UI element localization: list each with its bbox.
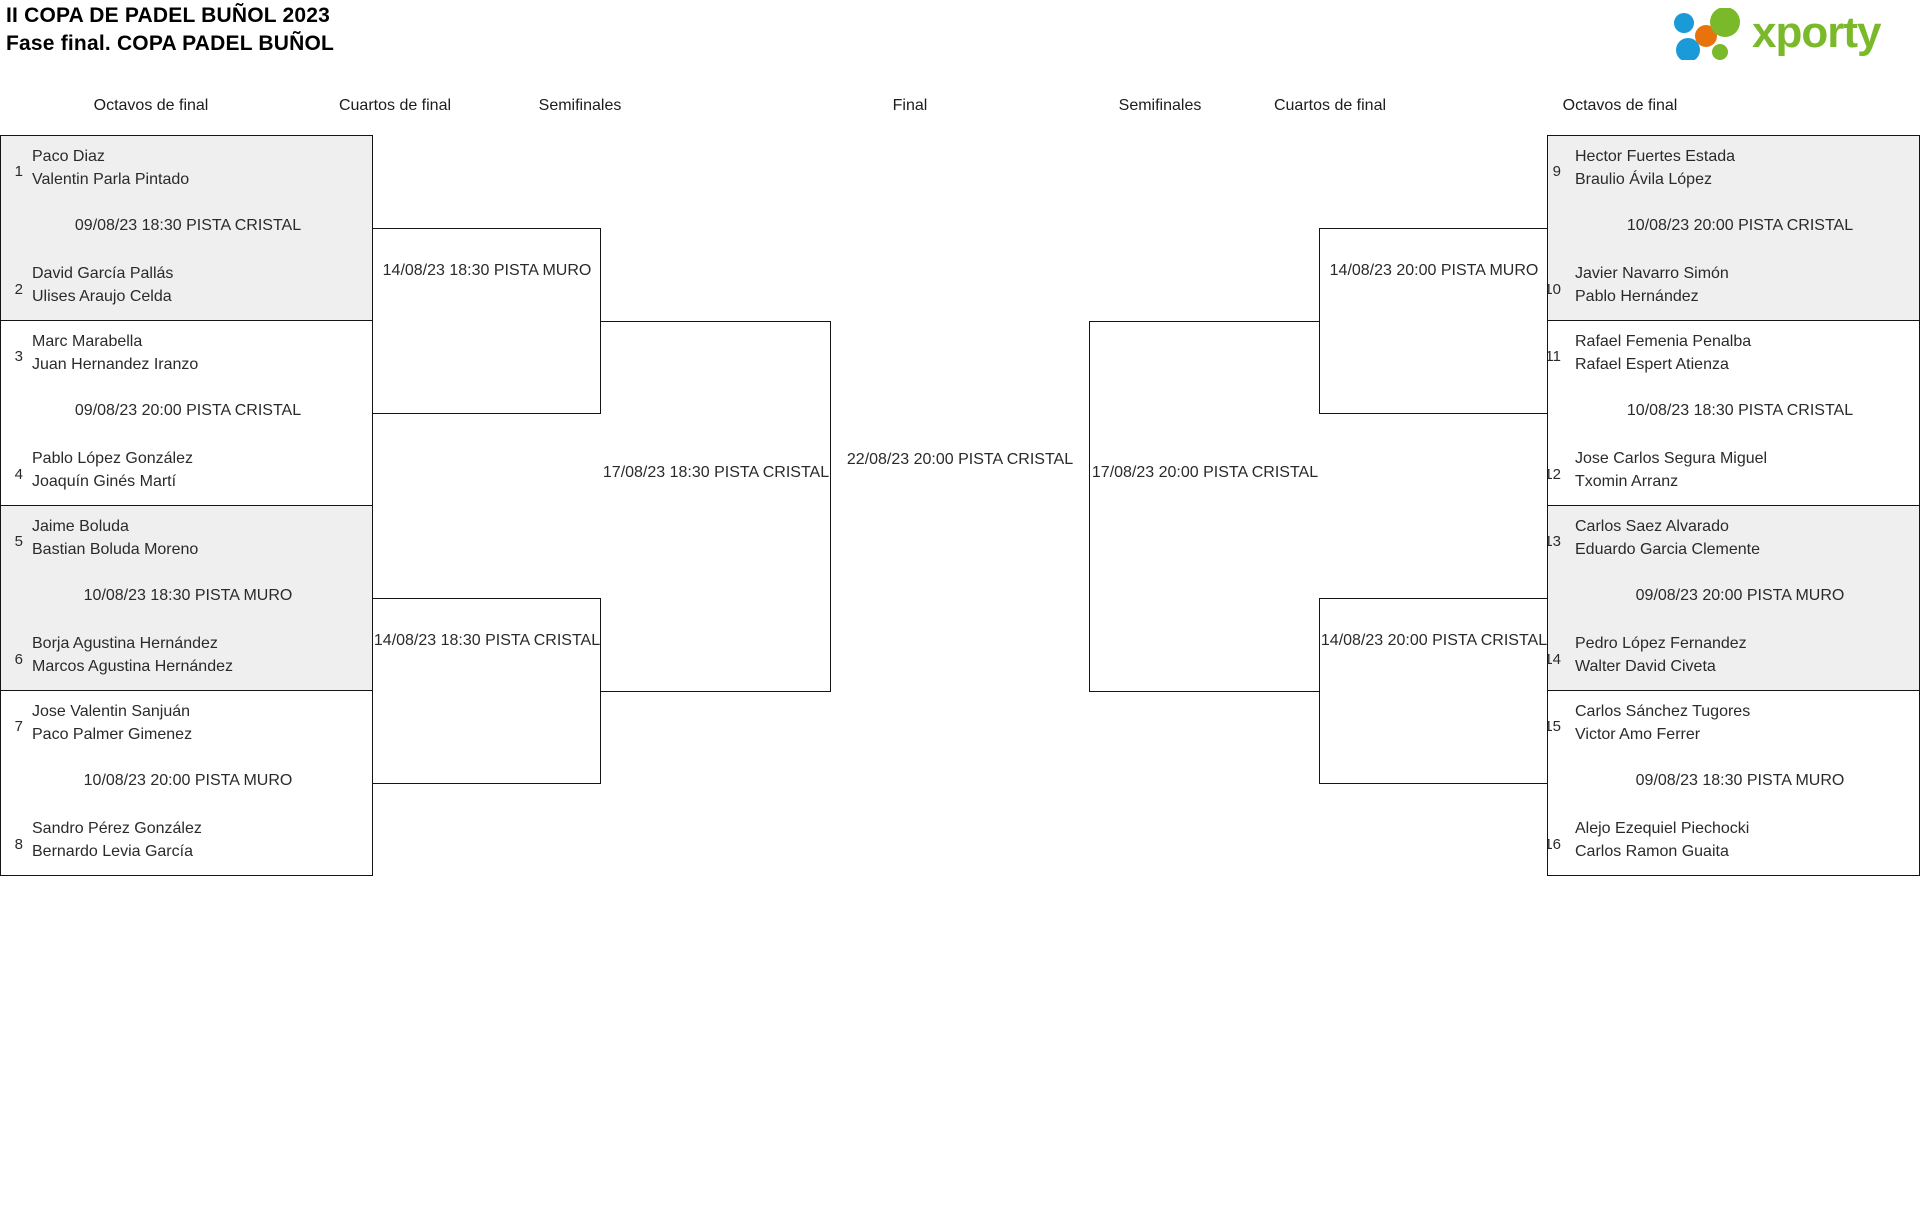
team-player-1: Carlos Sánchez Tugores bbox=[1575, 703, 1751, 720]
logo-dots-icon bbox=[1674, 8, 1740, 60]
match-info: 10/08/23 20:00 PISTA MURO bbox=[83, 772, 293, 789]
seed-number: 14 bbox=[1548, 651, 1561, 668]
final-match-info: 22/08/23 20:00 PISTA CRISTAL bbox=[846, 451, 1074, 468]
connector-left-sf[interactable]: 17/08/23 18:30 PISTA CRISTAL bbox=[601, 321, 831, 692]
team-player-2: Rafael Espert Atienza bbox=[1575, 356, 1729, 373]
tournament-title: II COPA DE PADEL BUÑOL 2023 bbox=[6, 4, 330, 27]
team-player-2: Ulises Araujo Celda bbox=[32, 288, 172, 305]
seed-number: 5 bbox=[14, 533, 23, 550]
match-info: 09/08/23 20:00 PISTA CRISTAL bbox=[74, 402, 302, 419]
team-player-2: Walter David Civeta bbox=[1575, 658, 1716, 675]
team-player-1: Borja Agustina Hernández bbox=[32, 635, 218, 652]
xporty-logo[interactable]: xporty bbox=[1666, 6, 1906, 62]
match-info: 10/08/23 18:30 PISTA CRISTAL bbox=[1626, 402, 1854, 419]
seed-number: 6 bbox=[14, 651, 23, 668]
team-player-2: Paco Palmer Gimenez bbox=[32, 726, 193, 743]
team-player-2: Bastian Boluda Moreno bbox=[32, 541, 199, 558]
team-player-1: Jose Carlos Segura Miguel bbox=[1575, 450, 1768, 467]
team-player-1: Rafael Femenia Penalba bbox=[1575, 333, 1752, 350]
seed-number: 1 bbox=[14, 163, 23, 180]
round-header-final: Final bbox=[892, 97, 928, 114]
match-info: 14/08/23 20:00 PISTA MURO bbox=[1329, 262, 1539, 279]
round-header-left-r16: Octavos de final bbox=[93, 97, 209, 114]
seed-number: 7 bbox=[14, 718, 23, 735]
team-player-2: Marcos Agustina Hernández bbox=[32, 658, 233, 675]
seed-number: 8 bbox=[14, 836, 23, 853]
match-info: 10/08/23 18:30 PISTA MURO bbox=[83, 587, 293, 604]
connector-right-qf-2[interactable]: 14/08/23 20:00 PISTA CRISTAL bbox=[1319, 598, 1547, 784]
match-card-left-4[interactable]: 7 Jose Valentin Sanjuán Paco Palmer Gime… bbox=[0, 690, 373, 876]
round-header-right-qf: Cuartos de final bbox=[1273, 97, 1387, 114]
team-player-2: Eduardo Garcia Clemente bbox=[1575, 541, 1760, 558]
seed-number: 3 bbox=[14, 348, 23, 365]
match-card-right-1[interactable]: 9 Hector Fuertes Estada Braulio Ávila Ló… bbox=[1547, 135, 1920, 321]
team-player-1: Pablo López González bbox=[32, 450, 193, 467]
round-header-right-r16: Octavos de final bbox=[1562, 97, 1678, 114]
match-info: 09/08/23 18:30 PISTA MURO bbox=[1635, 772, 1845, 789]
match-info: 14/08/23 18:30 PISTA MURO bbox=[382, 262, 592, 279]
team-player-1: Alejo Ezequiel Piechocki bbox=[1575, 820, 1750, 837]
match-info: 09/08/23 20:00 PISTA MURO bbox=[1635, 587, 1845, 604]
team-player-2: Carlos Ramon Guaita bbox=[1575, 843, 1729, 860]
team-player-1: Marc Marabella bbox=[32, 333, 143, 350]
team-player-2: Joaquín Ginés Martí bbox=[32, 473, 177, 490]
connector-right-sf[interactable]: 17/08/23 20:00 PISTA CRISTAL bbox=[1089, 321, 1319, 692]
team-player-1: Javier Navarro Simón bbox=[1575, 265, 1729, 282]
seed-number: 9 bbox=[1552, 163, 1561, 180]
round-header-left-qf: Cuartos de final bbox=[338, 97, 452, 114]
match-card-left-1[interactable]: 1 Paco Diaz Valentin Parla Pintado 09/08… bbox=[0, 135, 373, 321]
match-info: 17/08/23 20:00 PISTA CRISTAL bbox=[1091, 464, 1319, 481]
match-card-right-2[interactable]: 11 Rafael Femenia Penalba Rafael Espert … bbox=[1547, 320, 1920, 506]
connector-right-qf-1[interactable]: 14/08/23 20:00 PISTA MURO bbox=[1319, 228, 1547, 414]
team-player-2: Victor Amo Ferrer bbox=[1575, 726, 1701, 743]
match-info: 14/08/23 18:30 PISTA CRISTAL bbox=[373, 632, 601, 649]
team-player-2: Valentin Parla Pintado bbox=[32, 171, 190, 188]
tournament-subtitle: Fase final. COPA PADEL BUÑOL bbox=[6, 32, 335, 55]
seed-number: 16 bbox=[1548, 836, 1561, 853]
match-info: 14/08/23 20:00 PISTA CRISTAL bbox=[1320, 632, 1548, 649]
team-player-1: Carlos Saez Alvarado bbox=[1575, 518, 1729, 535]
match-card-right-3[interactable]: 13 Carlos Saez Alvarado Eduardo Garcia C… bbox=[1547, 505, 1920, 691]
seed-number: 12 bbox=[1548, 466, 1561, 483]
match-info: 09/08/23 18:30 PISTA CRISTAL bbox=[74, 217, 302, 234]
seed-number: 10 bbox=[1548, 281, 1561, 298]
team-player-1: Jose Valentin Sanjuán bbox=[32, 703, 191, 720]
match-info: 10/08/23 20:00 PISTA CRISTAL bbox=[1626, 217, 1854, 234]
round-header-right-sf: Semifinales bbox=[1118, 97, 1202, 114]
connector-left-qf-1[interactable]: 14/08/23 18:30 PISTA MURO bbox=[373, 228, 601, 414]
seed-number: 15 bbox=[1548, 718, 1561, 735]
team-player-1: Jaime Boluda bbox=[32, 518, 129, 535]
team-player-1: Sandro Pérez González bbox=[32, 820, 202, 837]
match-card-right-4[interactable]: 15 Carlos Sánchez Tugores Victor Amo Fer… bbox=[1547, 690, 1920, 876]
team-player-1: Paco Diaz bbox=[32, 148, 105, 165]
match-info: 17/08/23 18:30 PISTA CRISTAL bbox=[602, 464, 830, 481]
team-player-1: David García Pallás bbox=[32, 265, 174, 282]
team-player-2: Juan Hernandez Iranzo bbox=[32, 356, 199, 373]
match-card-left-2[interactable]: 3 Marc Marabella Juan Hernandez Iranzo 0… bbox=[0, 320, 373, 506]
match-card-left-3[interactable]: 5 Jaime Boluda Bastian Boluda Moreno 10/… bbox=[0, 505, 373, 691]
page-title: II COPA DE PADEL BUÑOL 2023 Fase final. … bbox=[6, 2, 334, 58]
team-player-2: Braulio Ávila López bbox=[1575, 171, 1712, 188]
logo-wordmark: xporty bbox=[1752, 8, 1881, 57]
connector-left-qf-2[interactable]: 14/08/23 18:30 PISTA CRISTAL bbox=[373, 598, 601, 784]
team-player-1: Pedro López Fernandez bbox=[1575, 635, 1747, 652]
team-player-2: Pablo Hernández bbox=[1575, 288, 1699, 305]
seed-number: 2 bbox=[14, 281, 23, 298]
seed-number: 4 bbox=[14, 466, 23, 483]
team-player-2: Txomin Arranz bbox=[1575, 473, 1679, 490]
round-header-left-sf: Semifinales bbox=[538, 97, 622, 114]
team-player-1: Hector Fuertes Estada bbox=[1575, 148, 1736, 165]
seed-number: 13 bbox=[1548, 533, 1561, 550]
seed-number: 11 bbox=[1548, 348, 1561, 365]
team-player-2: Bernardo Levia García bbox=[32, 843, 193, 860]
